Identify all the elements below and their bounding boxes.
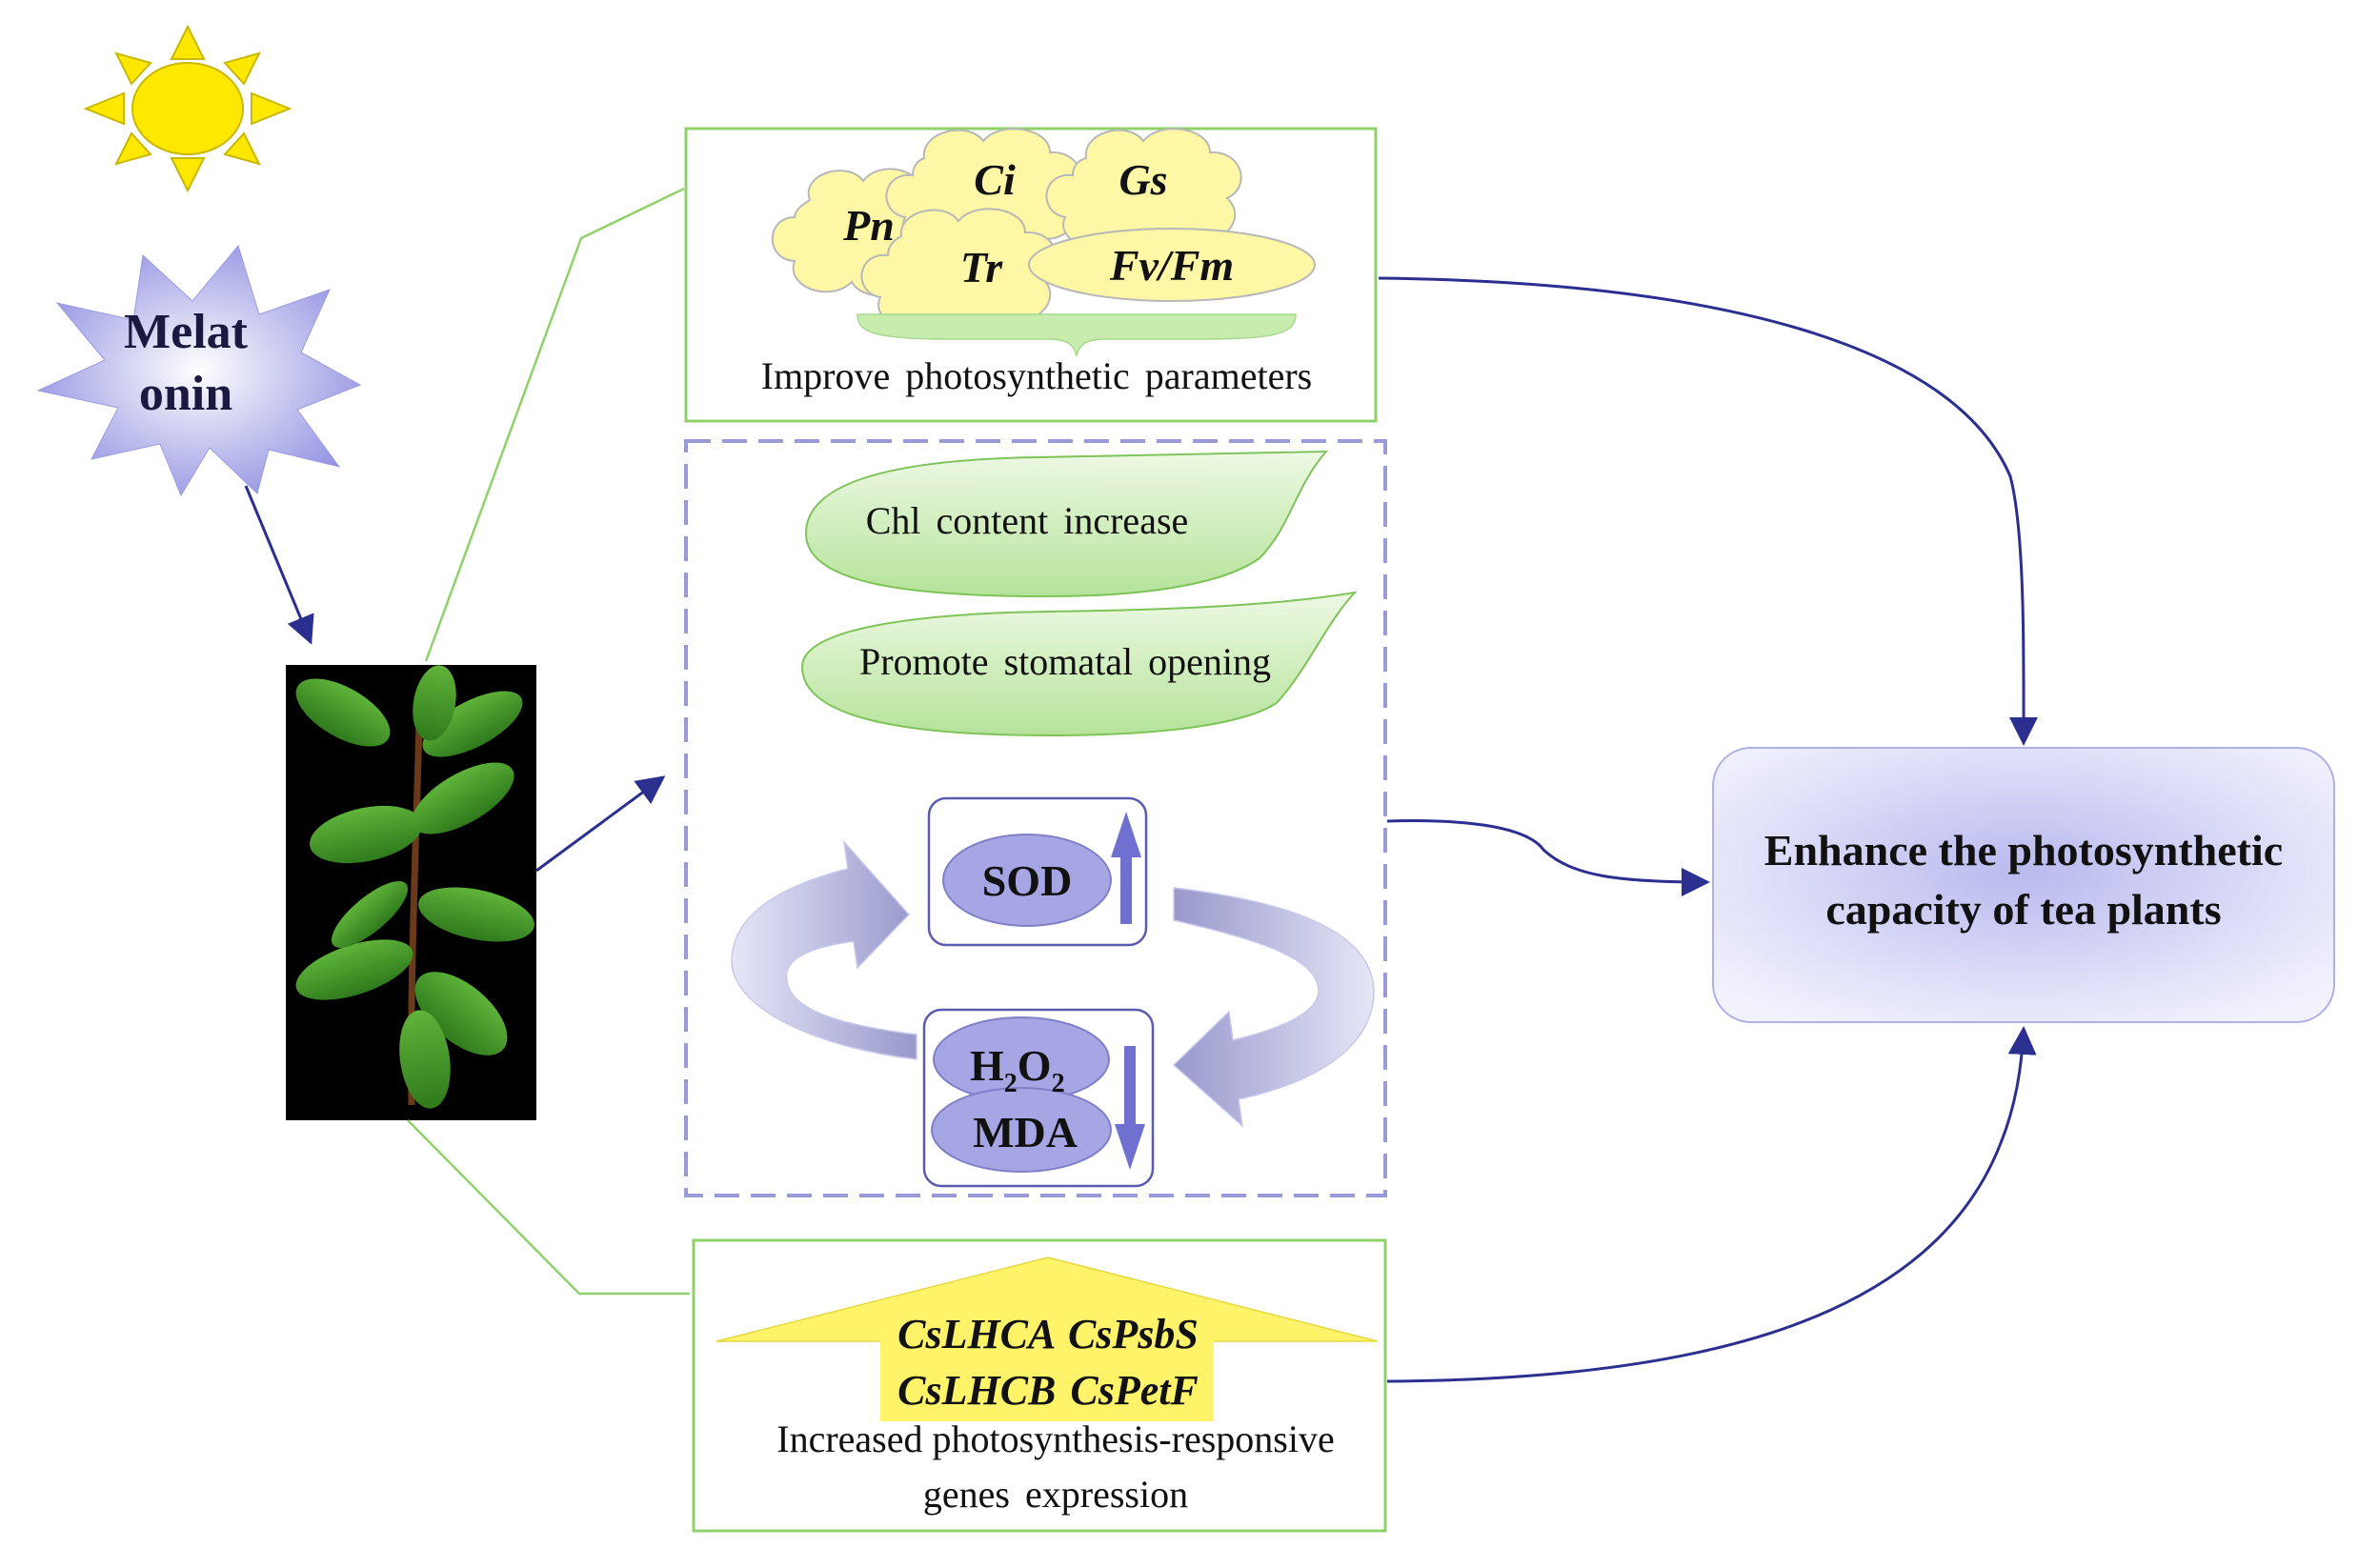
sod-label: SOD (982, 856, 1073, 905)
cycle-arrow-up (731, 839, 917, 1060)
tea-plant-image (286, 665, 536, 1120)
melatonin-starburst (36, 244, 362, 497)
param-tr: Tr (960, 243, 1003, 291)
gene-label-background (880, 1317, 1214, 1421)
result-line2: capacity of tea plants (1825, 885, 2221, 934)
connector-plant-to-genes (407, 1119, 690, 1296)
result-box (1712, 747, 2335, 1023)
param-fv-fm: Fv/Fm (1109, 241, 1234, 290)
param-gs: Gs (1119, 155, 1167, 204)
h2o2-label: H2O2 (970, 1041, 1065, 1098)
arrow-parameters-to-result (1378, 276, 2039, 746)
mda-label: MDA (973, 1108, 1078, 1156)
cycle-arrow-down (1172, 887, 1375, 1128)
result-line1: Enhance the photosynthetic (1764, 826, 2283, 874)
chl-content-label: Chl content increase (866, 499, 1189, 542)
melatonin-label-line2: onin (139, 367, 232, 421)
arrow-plant-to-physiology (535, 775, 666, 873)
mda-ellipse (931, 1087, 1112, 1173)
genes-caption-line1: Increased photosynthesis-responsive (776, 1417, 1334, 1460)
arrow-melatonin-to-plant (244, 485, 314, 645)
genes-caption-line2: genes expression (923, 1473, 1188, 1516)
stomatal-opening-label: Promote stomatal opening (859, 640, 1271, 683)
genes-line2: CsLHCB CsPetF (897, 1367, 1199, 1414)
leaf-chl-content (804, 450, 1329, 598)
arrow-physiology-to-result (1386, 819, 1710, 896)
parameter-clouds (771, 128, 1316, 336)
sun-icon (83, 24, 292, 193)
connector-plant-to-parameters (424, 187, 685, 662)
parameters-caption: Improve photosynthetic parameters (761, 354, 1312, 397)
param-ci: Ci (974, 155, 1016, 204)
parameters-brace (857, 313, 1297, 357)
melatonin-label-line1: Melat (124, 305, 249, 359)
leaf-stomatal-opening (800, 591, 1358, 737)
genes-line1: CsLHCA CsPsbS (897, 1311, 1199, 1357)
sod-ellipse (942, 834, 1112, 927)
h2o2-mda-down-arrow-icon (1115, 1046, 1145, 1170)
sod-up-arrow-icon (1111, 812, 1141, 924)
param-pn: Pn (842, 201, 895, 250)
arrow-genes-to-result (1386, 1026, 2037, 1383)
